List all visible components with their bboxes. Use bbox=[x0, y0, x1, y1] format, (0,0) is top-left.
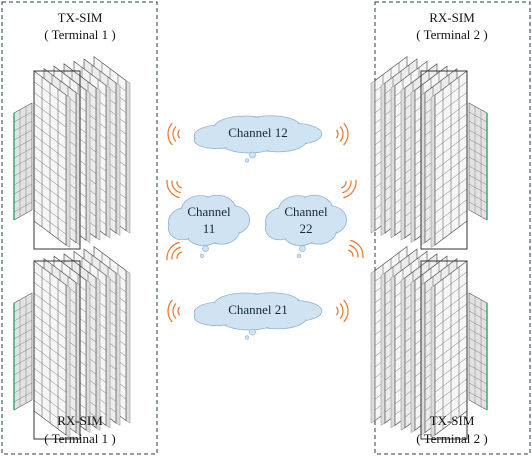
cloud-channel-21 bbox=[193, 292, 323, 340]
wave-channel-12-left bbox=[167, 122, 181, 146]
channel-22-label-line1: Channel bbox=[284, 204, 328, 219]
rx-sim-terminal-1-antenna-array bbox=[13, 292, 33, 411]
terminal-1-tx-subtitle: ( Terminal 1 ) bbox=[44, 27, 116, 42]
rx-sim-terminal-2-frame bbox=[420, 70, 468, 250]
tx-sim-terminal-2 bbox=[370, 245, 488, 440]
tx-sim-terminal-2-frame bbox=[420, 260, 468, 440]
rx-sim-terminal-1-layer-7 bbox=[33, 260, 71, 438]
rx-sim-terminal-2 bbox=[370, 55, 488, 250]
channel-21-label: Channel 21 bbox=[228, 302, 288, 317]
terminal-2-rx-subtitle: ( Terminal 2 ) bbox=[416, 27, 488, 42]
terminal-2-rx-title: RX-SIM bbox=[429, 10, 475, 25]
cloud-channel-22 bbox=[264, 194, 348, 258]
tx-sim-terminal-1-frame bbox=[33, 70, 81, 250]
wave-channel-21-right bbox=[335, 299, 349, 323]
terminal-1-box bbox=[1, 1, 158, 455]
rx-sim-terminal-2-layer-7 bbox=[430, 70, 468, 248]
cloud-channel-11 bbox=[167, 194, 251, 258]
terminal-2-tx-subtitle: ( Terminal 2 ) bbox=[416, 431, 488, 446]
terminal-2-tx-title: TX-SIM bbox=[429, 413, 475, 428]
wave-channel-11-top bbox=[166, 179, 182, 199]
tx-sim-terminal-1-layer-7 bbox=[33, 70, 71, 248]
tx-sim-terminal-1-antenna-array bbox=[13, 102, 33, 221]
tx-sim-terminal-2-antenna-array bbox=[468, 292, 488, 411]
wave-channel-11-bottom bbox=[166, 241, 182, 261]
channel-11-label-line2: 11 bbox=[202, 221, 216, 236]
wave-channel-22-top bbox=[341, 179, 357, 199]
rx-sim-terminal-1 bbox=[13, 245, 131, 440]
rx-sim-terminal-2-antenna-array bbox=[468, 102, 488, 221]
tx-sim-terminal-2-layer-7 bbox=[430, 260, 468, 438]
rx-sim-terminal-1-frame bbox=[33, 260, 81, 440]
channel-12-label: Channel 12 bbox=[228, 125, 288, 140]
terminal-1-rx-title: RX-SIM bbox=[57, 413, 103, 428]
terminal-1-rx-subtitle: ( Terminal 1 ) bbox=[44, 431, 116, 446]
channel-11-label-line1: Channel bbox=[187, 204, 231, 219]
channel-22-label-line2: 22 bbox=[299, 221, 313, 236]
terminal-1-tx-title: TX-SIM bbox=[57, 10, 103, 25]
cloud-channel-12 bbox=[193, 115, 323, 163]
wave-channel-22-bottom bbox=[348, 239, 364, 259]
wave-channel-21-left bbox=[167, 299, 181, 323]
tx-sim-terminal-1 bbox=[13, 55, 131, 250]
wave-channel-12-right bbox=[335, 122, 349, 146]
